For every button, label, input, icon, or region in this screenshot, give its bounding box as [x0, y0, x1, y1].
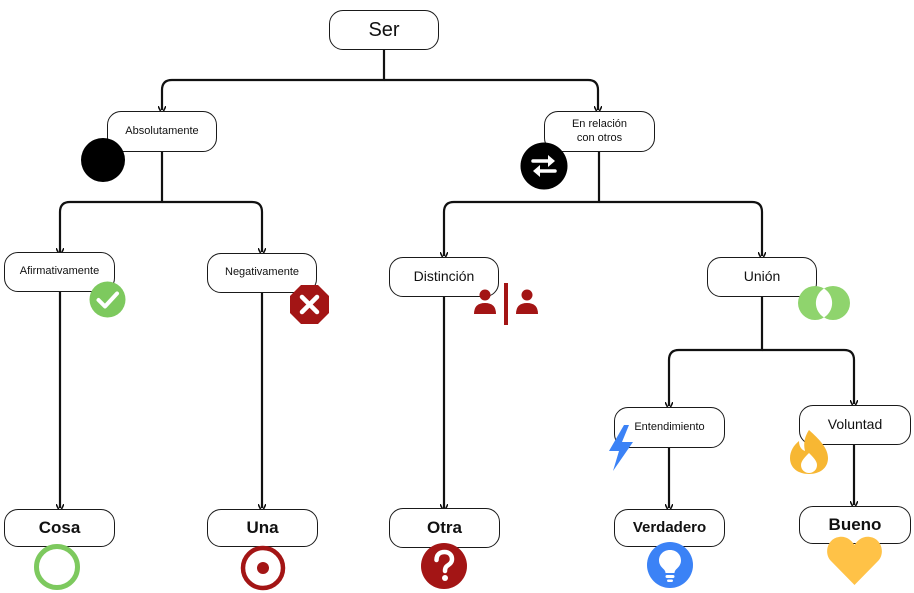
edge-absolutamente-negativamente	[162, 200, 262, 252]
ring-icon	[34, 544, 80, 590]
node-absolutamente: Absolutamente	[107, 111, 217, 152]
node-verdadero: Verdadero	[614, 509, 725, 547]
flame-icon	[790, 430, 828, 474]
node-en-relacion-label: En relación con otros	[571, 117, 628, 144]
node-en-relacion: En relación con otros	[544, 111, 655, 152]
node-bueno: Bueno	[799, 506, 911, 544]
node-union: Unión	[707, 257, 817, 297]
node-distincion: Distinción	[389, 257, 499, 297]
node-negativamente: Negativamente	[207, 253, 317, 293]
question-icon	[421, 543, 467, 589]
separated-people-icon	[474, 283, 538, 325]
edge-ser-absolutamente	[162, 50, 386, 110]
target-icon	[240, 545, 286, 591]
edge-relacion-union	[599, 200, 762, 256]
node-entendimiento: Entendimiento	[614, 407, 725, 448]
edge-ser-relacion	[384, 78, 598, 110]
node-cosa-label: Cosa	[38, 518, 81, 538]
node-una: Una	[207, 509, 318, 547]
node-otra: Otra	[389, 508, 500, 548]
stop-x-icon	[290, 285, 329, 324]
node-otra-label: Otra	[427, 518, 462, 538]
node-bueno-label: Bueno	[828, 515, 882, 535]
node-entendimiento-label: Entendimiento	[634, 420, 705, 433]
lightning-icon	[609, 425, 633, 471]
edge-relacion-distincion	[444, 152, 601, 256]
node-cosa: Cosa	[4, 509, 115, 547]
edge-absolutamente-afirmativamente	[60, 152, 164, 252]
overlapping-circles-icon	[798, 286, 850, 320]
node-voluntad-label: Voluntad	[827, 416, 883, 433]
node-negativamente-label: Negativamente	[225, 266, 299, 279]
heart-icon	[827, 536, 882, 585]
edge-union-voluntad	[762, 348, 854, 404]
node-union-label: Unión	[743, 268, 781, 285]
check-icon	[89, 281, 126, 318]
lightbulb-icon	[647, 542, 693, 588]
node-ser-label: Ser	[368, 18, 400, 41]
node-verdadero-label: Verdadero	[632, 518, 707, 536]
edge-union-entendimiento	[669, 296, 764, 406]
node-una-label: Una	[246, 518, 279, 538]
node-distincion-label: Distinción	[413, 268, 475, 285]
black-circle-icon	[81, 138, 125, 182]
node-ser: Ser	[329, 10, 439, 50]
node-absolutamente-label: Absolutamente	[125, 124, 199, 137]
swap-arrows-icon	[520, 142, 568, 190]
node-afirmativamente-label: Afirmativamente	[19, 265, 100, 278]
